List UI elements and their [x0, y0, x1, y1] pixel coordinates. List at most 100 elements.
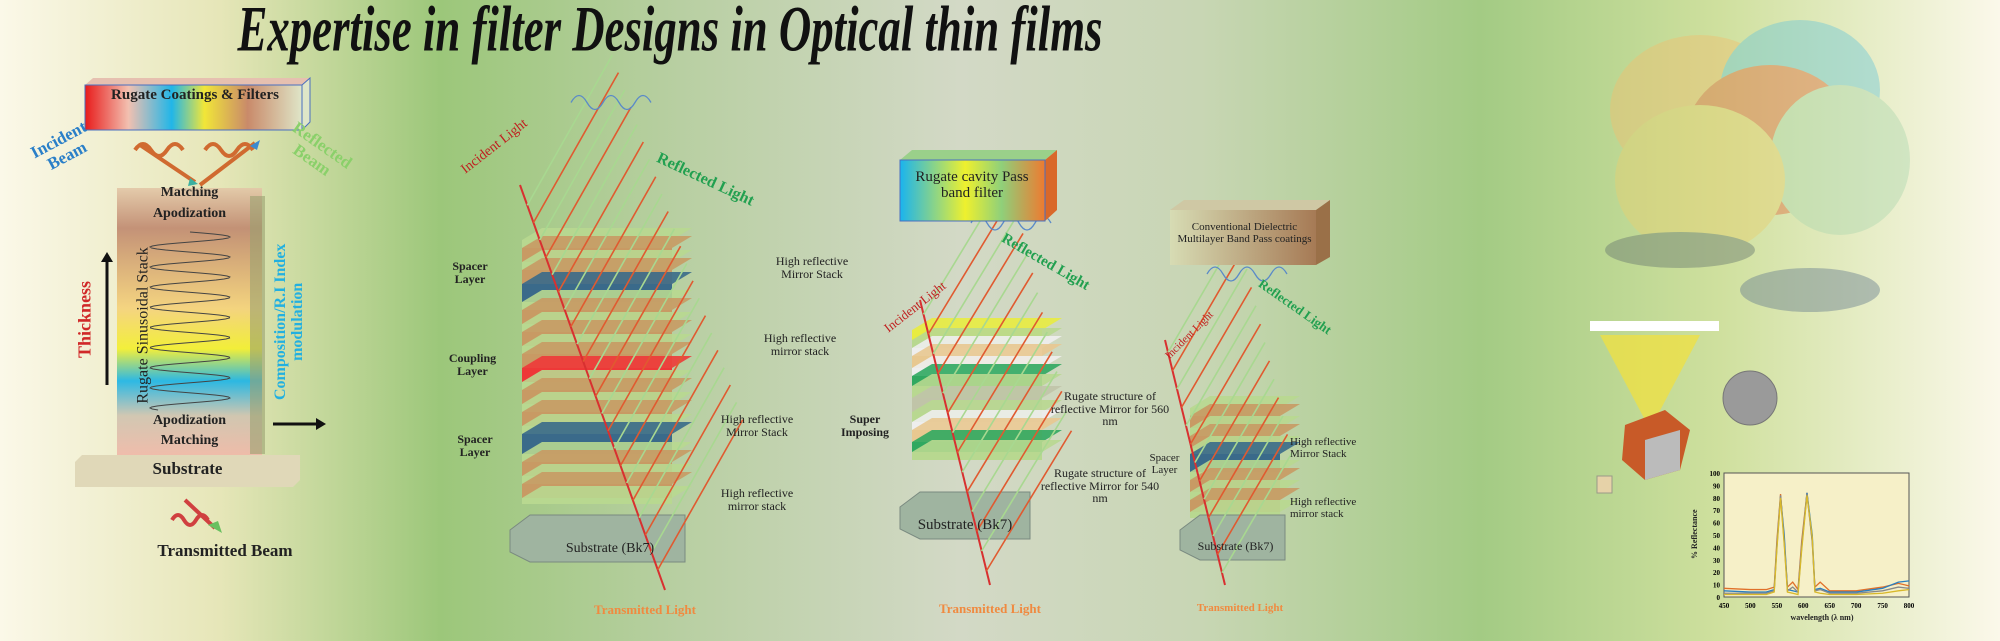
- transmitted-beam-label: Transmitted Beam: [157, 541, 293, 560]
- reflected-beam-wave-icon: [198, 140, 260, 187]
- matching-top: Matching: [160, 185, 219, 200]
- x-tick-label: 500: [1745, 602, 1756, 610]
- d3-hr1: High reflective Mirror Stack: [1290, 436, 1357, 460]
- layer-top: [912, 386, 1062, 398]
- d2-rugate560: Rugate structure of reflective Mirror fo…: [1050, 389, 1170, 429]
- y-tick-label: 50: [1713, 532, 1721, 540]
- incident-ray: [919, 299, 991, 586]
- transmitted-beam-icon: [170, 498, 222, 533]
- y-tick-label: 40: [1713, 544, 1721, 552]
- d2-rugate540: Rugate structure of reflective Mirror fo…: [1040, 466, 1160, 506]
- reflected-ray: [980, 410, 1068, 552]
- y-tick-label: 80: [1713, 495, 1721, 503]
- reflected-ray: [1180, 286, 1253, 408]
- deposition-plume: [1600, 335, 1700, 420]
- film-surface-micrograph: [1722, 370, 1778, 426]
- layer-top: [912, 430, 1062, 442]
- reflected-ray: [601, 263, 688, 414]
- diagram1-stack: [509, 54, 744, 591]
- conventional-box: [1170, 200, 1330, 265]
- x-tick-label: 450: [1719, 602, 1730, 610]
- reflected-ray: [657, 419, 744, 571]
- layer-top: [1190, 488, 1300, 500]
- d1-spacer1: Spacer Layer: [452, 259, 488, 286]
- d1-spacer2: Spacer Layer: [457, 432, 493, 459]
- y-tick-label: 100: [1710, 470, 1721, 478]
- reflected-wave-icon: [1206, 266, 1288, 282]
- incident-ray: [519, 184, 666, 591]
- reflected-ray: [1194, 342, 1266, 463]
- substrate-label: Substrate: [152, 459, 223, 478]
- d2-super: Super Imposing: [840, 412, 890, 439]
- reflected-ray: [570, 176, 657, 328]
- reflected-ray: [1216, 433, 1289, 555]
- thickness-arrowhead: [101, 252, 113, 262]
- layer-top: [522, 472, 692, 484]
- reflected-ray: [538, 89, 626, 241]
- reflected-ray: [961, 331, 1048, 473]
- reflected-ray: [582, 211, 669, 362]
- poster-title: Expertise in filter Designs in Optical t…: [237, 0, 1103, 66]
- layer-top: [522, 486, 692, 498]
- d1-hr4: High reflective mirror stack: [720, 486, 794, 513]
- x-tick-label: 800: [1904, 602, 1915, 610]
- layer-top: [912, 364, 1062, 376]
- target-plate: [1590, 321, 1719, 331]
- rugate-stack: [117, 188, 265, 456]
- color-filter-discs: [1605, 20, 1910, 312]
- y-tick-label: 10: [1713, 582, 1721, 590]
- reflected-ray: [976, 390, 1063, 532]
- substrate-block: [1179, 514, 1286, 561]
- reflected-ray: [563, 158, 651, 310]
- layer-top: [522, 356, 692, 368]
- reflected-ray: [588, 228, 676, 380]
- reflected-ray: [971, 371, 1058, 512]
- reflected-ray: [638, 367, 725, 519]
- reflected-ray: [625, 332, 713, 484]
- layer-top: [912, 440, 1062, 452]
- d1-hr1: High reflective Mirror Stack: [775, 254, 849, 281]
- reflected-ray: [632, 349, 719, 501]
- reflectance-series-line: [1724, 495, 1910, 596]
- x-tick-label: 750: [1877, 602, 1888, 610]
- reflected-ray: [1185, 305, 1257, 427]
- reflected-ray: [956, 311, 1044, 453]
- apodization-bottom: Apodization: [152, 413, 227, 428]
- rugate-box-label: Rugate Coatings & Filters: [111, 87, 279, 103]
- d3-hr2: High reflective mirror stack: [1290, 496, 1357, 520]
- apodization-top: Apodization: [152, 206, 227, 221]
- x-tick-label: 600: [1798, 602, 1809, 610]
- y-tick-label: 20: [1713, 569, 1721, 577]
- reflected-ray: [594, 245, 682, 397]
- reflected-ray: [1198, 360, 1271, 482]
- rugate-cavity-box: [899, 150, 1057, 222]
- reflected-ray: [932, 213, 1019, 355]
- reflected-ray: [545, 106, 632, 258]
- layer-top: [522, 272, 692, 284]
- d3-transmitted: Transmitted Light: [1196, 602, 1284, 614]
- d1-hr2: High reflective mirror stack: [763, 331, 837, 358]
- y-tick-label: 60: [1713, 520, 1721, 528]
- layer: [522, 498, 672, 504]
- reflected-ray: [650, 401, 738, 553]
- layer-top: [912, 344, 1062, 356]
- layer: [912, 452, 1042, 460]
- d1-substrate: Substrate (Bk7): [565, 541, 655, 556]
- reflected-ray: [613, 297, 700, 449]
- substrate-block: [75, 455, 300, 487]
- reflected-ray: [1212, 415, 1284, 537]
- y-tick-label: 0: [1717, 594, 1721, 602]
- evaporation-source-icon: [1596, 410, 1690, 494]
- diagram2-stack: [899, 173, 1073, 586]
- x-tick-label: 700: [1851, 602, 1862, 610]
- layer-top: [522, 320, 692, 332]
- matching-bottom: Matching: [160, 433, 219, 448]
- stack-label: Rugate Sinusoidal Stack: [134, 247, 152, 404]
- incident-beam-wave-icon: [133, 142, 198, 186]
- reflected-ray: [1189, 323, 1262, 445]
- y-tick-label: 90: [1713, 482, 1721, 490]
- reflected-ray: [951, 292, 1039, 434]
- modulation-arrowhead: [316, 418, 326, 430]
- reflected-ray: [551, 124, 638, 276]
